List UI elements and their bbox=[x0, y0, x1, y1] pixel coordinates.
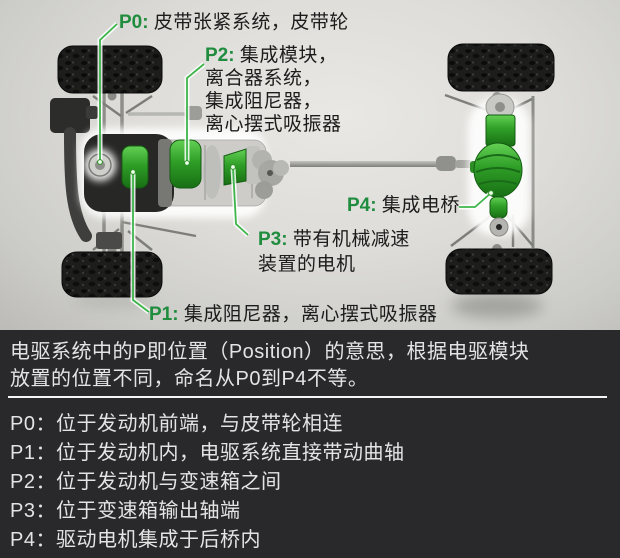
airbox-and-pipe bbox=[50, 98, 98, 242]
callout-p4: P4: 集成电桥 bbox=[347, 194, 460, 217]
p3-line2: 装置的电机 bbox=[258, 254, 356, 275]
p4-eaxle bbox=[470, 93, 523, 237]
callout-lines bbox=[97, 22, 494, 314]
position-list: P0：位于发动机前端，与皮带轮相连 P1：位于发动机内，电驱系统直接带动曲轴 P… bbox=[0, 398, 620, 555]
intro-line-1: 电驱系统中的P即位置（Position）的意思，根据电驱模块 bbox=[10, 341, 530, 363]
rear-right-wheel bbox=[445, 248, 553, 295]
callout-p2: P2: 集成模块， 离合器系统， 集成阻尼器， 离心摆式吸振器 bbox=[205, 44, 342, 136]
p1-key: P1: bbox=[149, 304, 179, 325]
p2-line4: 离心摆式吸振器 bbox=[205, 114, 342, 135]
intro-paragraph: 电驱系统中的P即位置（Position）的意思，根据电驱模块 放置的位置不同，命… bbox=[0, 330, 620, 393]
p3-key: P3: bbox=[258, 229, 288, 250]
p2-line1: 集成模块， bbox=[239, 45, 338, 66]
output-gears bbox=[252, 150, 289, 199]
list-item-p0: P0：位于发动机前端，与皮带轮相连 bbox=[10, 413, 343, 435]
list-item-p4: P4：驱动电机集成于后桥内 bbox=[10, 529, 261, 551]
front-left-wheel bbox=[57, 45, 163, 94]
p1-text: 集成阻尼器，离心摆式吸振器 bbox=[183, 304, 438, 325]
rear-left-wheel bbox=[61, 251, 163, 298]
p2-line3: 集成阻尼器， bbox=[205, 91, 323, 112]
p0-text: 皮带张紧系统，皮带轮 bbox=[153, 12, 349, 33]
front-right-wheel bbox=[447, 43, 555, 92]
caption-panel: 电驱系统中的P即位置（Position）的意思，根据电驱模块 放置的位置不同，命… bbox=[0, 330, 620, 558]
list-item-p1: P1：位于发动机内，电驱系统直接带动曲轴 bbox=[10, 442, 405, 464]
p4-key: P4: bbox=[347, 195, 377, 216]
list-item-p2: P2：位于发动机与变速箱之间 bbox=[10, 471, 282, 493]
p3-line1: 带有机械减速 bbox=[292, 229, 410, 250]
chassis-diagram bbox=[50, 22, 555, 318]
drivetrain-photo: P0: 皮带张紧系统，皮带轮 P2: 集成模块， 离合器系统， 集成阻尼器， 离… bbox=[0, 0, 620, 330]
driveshaft bbox=[290, 156, 472, 171]
p4-text: 集成电桥 bbox=[381, 195, 460, 216]
divider-line bbox=[8, 396, 607, 398]
p2-key: P2: bbox=[205, 45, 235, 66]
p0-key: P0: bbox=[119, 12, 149, 33]
intro-line-2: 放置的位置不同，命名从P0到P4不等。 bbox=[10, 368, 369, 390]
callout-p1: P1: 集成阻尼器，离心摆式吸振器 bbox=[149, 303, 437, 326]
callout-p3: P3: 带有机械减速 装置的电机 bbox=[258, 227, 410, 277]
left-bracket bbox=[96, 232, 122, 249]
list-item-p3: P3：位于变速箱输出轴端 bbox=[10, 500, 241, 522]
front-left-hub bbox=[107, 91, 117, 101]
p2-line2: 离合器系统， bbox=[205, 68, 323, 89]
callout-p0: P0: 皮带张紧系统，皮带轮 bbox=[119, 11, 349, 34]
